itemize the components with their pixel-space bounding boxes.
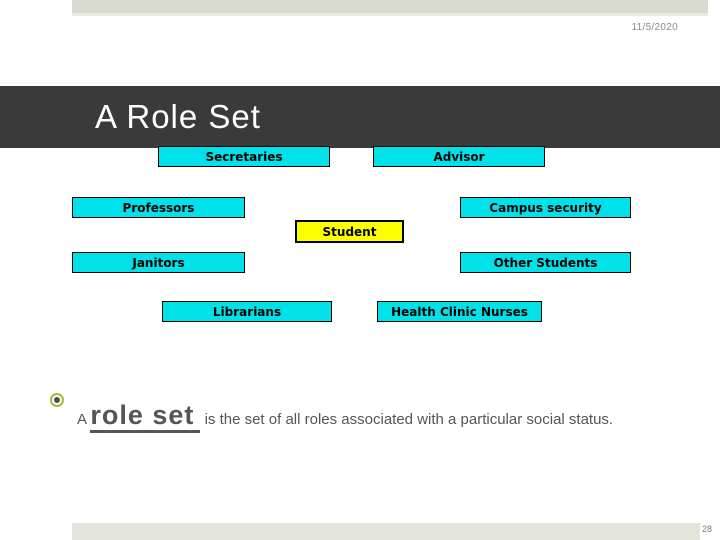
box-librarians: Librarians: [162, 301, 332, 322]
definition-rest: is the set of all roles associated with …: [200, 411, 614, 428]
box-advisor: Advisor: [373, 146, 545, 167]
top-accent-bar: [72, 0, 708, 16]
box-janitors: Janitors: [72, 252, 245, 273]
box-campus-security: Campus security: [460, 197, 631, 218]
slide-title: A Role Set: [95, 98, 261, 135]
box-secretaries: Secretaries: [158, 146, 330, 167]
slide-number: 28: [702, 524, 713, 534]
bottom-accent-bar: [72, 523, 700, 540]
box-other-students: Other Students: [460, 252, 631, 273]
slide-date: 11/5/2020: [631, 22, 678, 33]
definition-prefix: A: [77, 411, 91, 428]
definition-text: A role set is the set of all roles assoc…: [77, 395, 642, 437]
box-professors: Professors: [72, 197, 245, 218]
bullet-icon: [50, 393, 64, 407]
bullet-dot: [54, 397, 60, 403]
definition-term: role set: [90, 400, 201, 433]
title-band: A Role Set: [0, 86, 720, 148]
box-student: Student: [295, 220, 404, 243]
box-health-clinic-nurses: Health Clinic Nurses: [377, 301, 542, 322]
